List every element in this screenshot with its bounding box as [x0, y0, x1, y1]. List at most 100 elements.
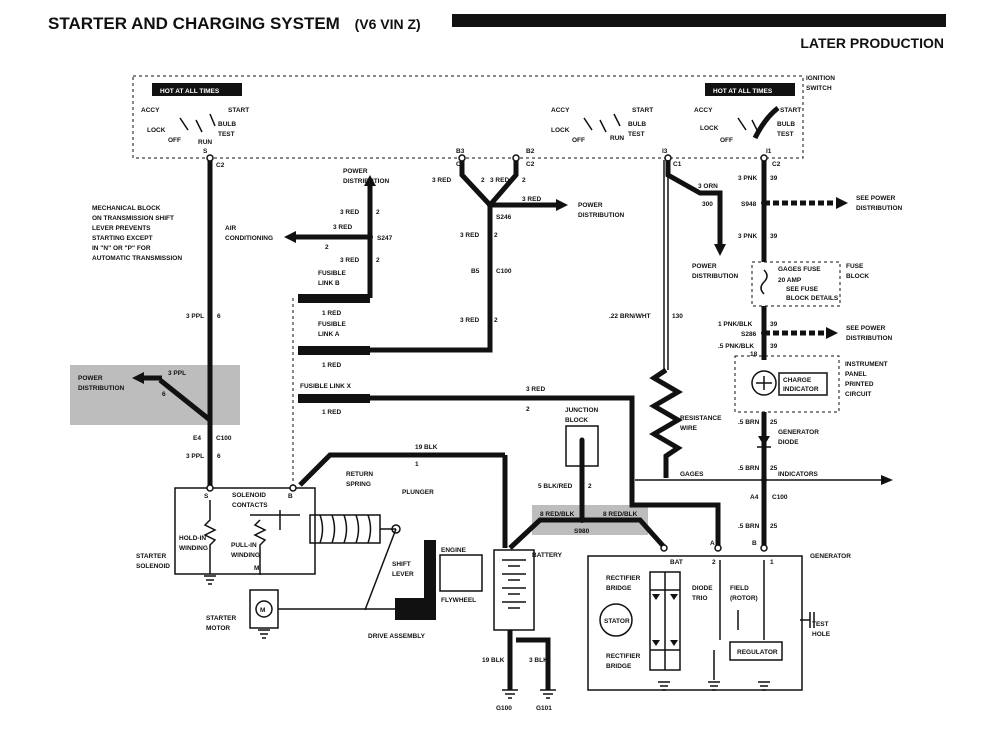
drive-assembly-icon	[395, 598, 425, 620]
bridge-label: BRIDGE	[606, 585, 632, 592]
wire-code: 39	[770, 343, 778, 350]
block-label: BLOCK	[846, 273, 869, 280]
term-b: B	[752, 540, 757, 547]
wire-label: 3 PPL	[168, 370, 186, 377]
start-label: START	[632, 107, 653, 114]
diode-icon	[652, 594, 678, 646]
regulator-box	[729, 641, 783, 661]
wire-label: 3 RED	[340, 209, 359, 216]
spring-label: SPRING	[346, 481, 371, 488]
wire-label: 3 PNK	[738, 175, 757, 182]
hole-label: HOLE	[812, 631, 831, 638]
title-bar	[452, 14, 946, 27]
resistance-wire	[649, 367, 683, 478]
bat-label: BAT	[670, 559, 683, 566]
wire-label: 3 PPL	[186, 453, 204, 460]
rectifier-label: RECTIFIER	[606, 575, 641, 582]
wire-label: 1 RED	[322, 310, 341, 317]
test-label: TEST	[628, 131, 645, 138]
conn-c100: C100	[496, 268, 512, 275]
distribution-label: DISTRIBUTION	[692, 273, 739, 280]
conn-e4: E4	[193, 435, 201, 442]
wire-label: 3 RED	[460, 232, 479, 239]
fusible-label: LINK B	[318, 280, 340, 287]
resistance-label: RESISTANCE	[680, 415, 722, 422]
starter-label: STARTER	[206, 615, 237, 622]
hot-label-left: HOT AT ALL TIMES	[160, 88, 220, 95]
term-m: M	[254, 565, 259, 572]
start-label: START	[228, 107, 249, 114]
switch-group-3: ACCY LOCK OFF START BULB TEST	[694, 106, 801, 144]
printed-label: PRINTED	[845, 381, 874, 388]
term-s: S	[203, 148, 208, 155]
wire-label: 3 RED	[333, 224, 352, 231]
switch-contact-start	[752, 106, 780, 140]
air-label: AIR	[225, 225, 237, 232]
wire-label: 3 BLK	[529, 657, 548, 664]
conn-c2-b: C2	[526, 161, 535, 168]
wire-code: 300	[702, 201, 713, 208]
distribution-label: DISTRIBUTION	[846, 335, 893, 342]
fuse-label: FUSE	[846, 263, 864, 270]
test-label: TEST	[218, 131, 235, 138]
wire-3-blk-g101	[516, 637, 551, 690]
wire-label: .5 BRN	[738, 523, 760, 530]
fusible-label: FUSIBLE	[318, 270, 346, 277]
battery-label: BATTERY	[532, 552, 563, 559]
stator-icon	[599, 603, 633, 637]
instrument-label: INSTRUMENT	[845, 361, 888, 368]
wire-code: 25	[770, 523, 778, 530]
wire-label: 8 RED/BLK	[540, 511, 575, 518]
arrow-left-icon	[132, 372, 144, 384]
wire-label: .5 BRN	[738, 465, 760, 472]
conn-c1-b: C1	[673, 161, 682, 168]
hot-at-all-times-left	[152, 83, 242, 96]
switch-group-1: ACCY LOCK OFF RUN START BULB TEST	[141, 107, 249, 146]
arrow-right-icon	[881, 475, 893, 485]
trio-label: TRIO	[692, 595, 708, 602]
lever-label: LEVER	[392, 571, 414, 578]
indicator-label: INDICATOR	[783, 386, 819, 393]
charge-indicator-lamp	[751, 370, 777, 396]
wire-label: 5 BLK/RED	[538, 483, 573, 490]
flywheel-icon	[424, 540, 436, 620]
junction-label: JUNCTION	[565, 407, 599, 414]
conn-c100-left: C100	[216, 435, 232, 442]
generator-internal	[713, 560, 765, 680]
ground-icon	[502, 689, 518, 699]
power-label: POWER	[692, 263, 717, 270]
wire-label: 3 RED	[526, 386, 545, 393]
wire-label: 1 RED	[322, 409, 341, 416]
pull-in-winding	[253, 519, 267, 575]
wire-label: 3 RED	[490, 177, 509, 184]
wire-code: 6	[217, 313, 221, 320]
run-label: RUN	[610, 135, 624, 142]
ground-g100: G100	[496, 705, 512, 712]
wire-code: 25	[770, 465, 778, 472]
wire-label: 1 PNK/BLK	[718, 321, 753, 328]
ground-icon	[758, 681, 770, 691]
wire-code: 25	[770, 419, 778, 426]
wire-code: 39	[770, 321, 778, 328]
stator-label: STATOR	[604, 618, 630, 625]
wire-label: 19 BLK	[482, 657, 505, 664]
test-hole-icon	[800, 612, 815, 628]
wire-code: 1	[415, 461, 419, 468]
shift-lever	[364, 528, 397, 611]
contacts-label: CONTACTS	[232, 502, 268, 509]
power-dist-shade	[70, 365, 240, 425]
switch-group-2: ACCY LOCK OFF RUN START BULB TEST	[551, 107, 653, 144]
power-label: POWER	[343, 168, 368, 175]
generator-label: GENERATOR	[778, 429, 819, 436]
term-b3: B3	[456, 148, 465, 155]
fusible-label: FUSIBLE	[318, 321, 346, 328]
motor-label: MOTOR	[206, 625, 230, 632]
battery-cells	[502, 559, 526, 609]
wire-code: 39	[770, 233, 778, 240]
wire-branch-power	[158, 378, 212, 422]
wire-code: 18	[750, 351, 758, 358]
bulb-label: BULB	[218, 121, 236, 128]
bulb-label: BULB	[777, 121, 795, 128]
wire-code: 2	[588, 483, 592, 490]
